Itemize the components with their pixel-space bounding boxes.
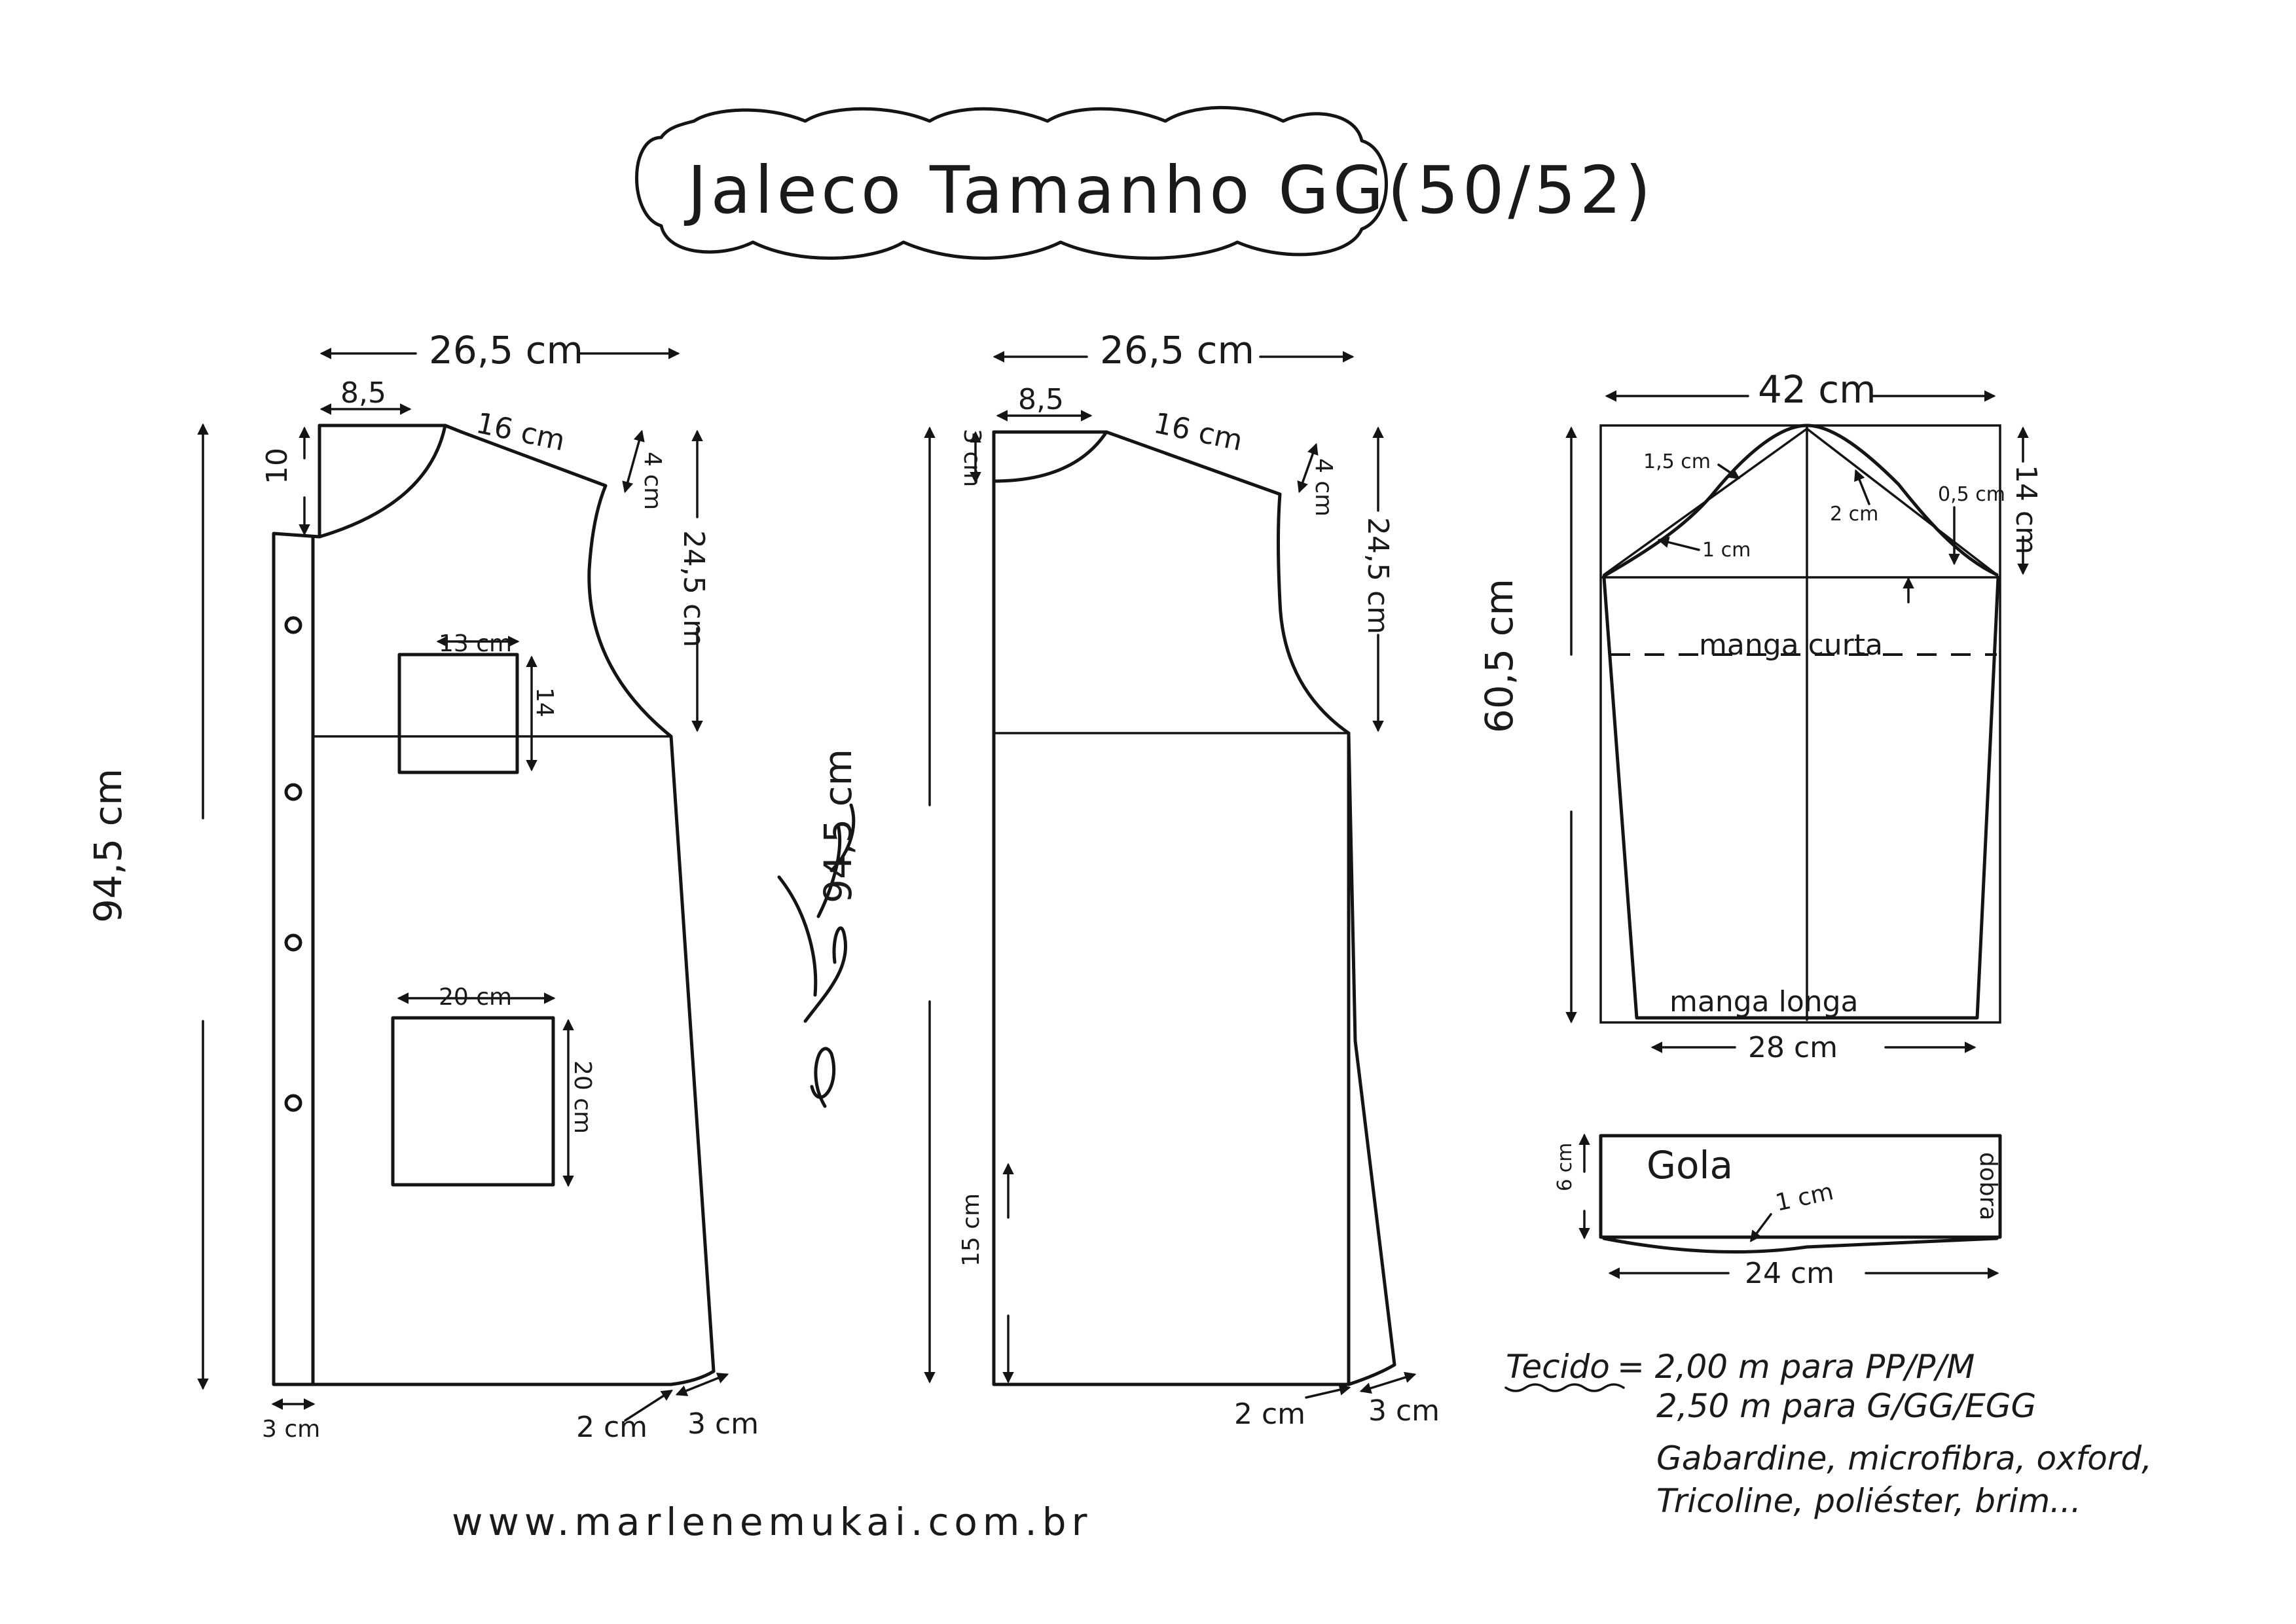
front-side-flare-label: 3 cm xyxy=(687,1407,759,1441)
signature-mark: Marlene Mukai xyxy=(703,742,856,1108)
fabric-notes: Tecido = 2,00 m para PP/P/M 2,50 m para … xyxy=(1504,1348,2152,1520)
collar-curve xyxy=(1602,1236,1999,1254)
sleeve-cap-height-label: 14 cm xyxy=(2009,465,2043,554)
bottom-pocket xyxy=(391,1016,555,1187)
front-length-label: 94,5 cm xyxy=(86,768,130,923)
page-title: Jaleco Tamanho GG(50/52) xyxy=(683,152,1654,228)
front-piece: 26,5 cm 8,5 16 cm 4 cm 24,5 cm 10 94,5 c… xyxy=(86,328,759,1444)
fabric-label: Tecido xyxy=(1506,1348,1610,1386)
sleeve-cap-offset-mid: 2 cm xyxy=(1830,503,1878,526)
collar-height-label: 6 cm xyxy=(1554,1143,1576,1191)
front-neck-width-label: 8,5 xyxy=(340,376,386,410)
back-side-flare-label: 3 cm xyxy=(1368,1394,1440,1428)
sleeve-cap-curve xyxy=(1602,424,1999,578)
back-piece: 26,5 cm 8,5 16 cm 3 cm 4 cm 24,5 cm 94,5… xyxy=(816,328,1440,1431)
button-mark xyxy=(284,783,302,801)
top-pocket xyxy=(397,653,519,774)
button-mark xyxy=(284,933,302,952)
front-neck-depth-label: 10 xyxy=(261,448,294,484)
sleeve-piece: 42 cm 14 cm 60,5 cm 28 cm 1,5 cm 2 cm 0,… xyxy=(1477,367,2043,1064)
sleeve-bottom-width-label: 28 cm xyxy=(1748,1031,1838,1064)
button-mark xyxy=(284,1094,302,1112)
back-vent-label: 15 cm xyxy=(958,1193,985,1267)
front-placket-label: 3 cm xyxy=(262,1416,320,1443)
back-length-label: 94,5 cm xyxy=(816,749,860,903)
back-shoulder-drop-label: 4 cm xyxy=(1310,458,1337,516)
sleeve-length-label: 60,5 cm xyxy=(1477,579,1522,733)
bottom-pocket-height-label: 20 cm xyxy=(569,1060,596,1134)
title-cloud: Jaleco Tamanho GG(50/52) xyxy=(635,105,1654,260)
website-url: www.marlenemukai.com.br xyxy=(452,1500,1092,1544)
bottom-pocket-width-label: 20 cm xyxy=(439,984,512,1011)
button-mark xyxy=(284,616,302,634)
front-hem-curve-label: 2 cm xyxy=(576,1411,647,1444)
back-neck-depth-label: 3 cm xyxy=(958,429,985,487)
sleeve-outline xyxy=(1602,575,2000,1020)
front-armhole-depth-label: 24,5 cm xyxy=(677,530,710,647)
fabric-line-4: Tricoline, poliéster, brim... xyxy=(1656,1482,2081,1520)
collar-curve-label: 1 cm xyxy=(1773,1178,1836,1217)
front-shoulder-drop-label: 4 cm xyxy=(639,452,666,510)
top-pocket-width-label: 13 cm xyxy=(439,630,512,657)
back-armhole-depth-label: 24,5 cm xyxy=(1361,517,1394,634)
collar-label: Gola xyxy=(1647,1143,1733,1187)
sleeve-width-label: 42 cm xyxy=(1758,367,1876,412)
back-shoulder-label: 16 cm xyxy=(1151,406,1246,458)
fabric-line-2: 2,50 m para G/GG/EGG xyxy=(1656,1387,2036,1425)
collar-piece: 6 cm Gola dobra 1 cm 24 cm xyxy=(1554,1133,2002,1290)
back-width-label: 26,5 cm xyxy=(1100,328,1254,372)
signature-text: Marlene Mukai xyxy=(703,742,741,982)
sleeve-cap-offset-front: 1,5 cm xyxy=(1643,450,1711,473)
collar-fold-label: dobra xyxy=(1975,1152,2001,1221)
front-outline xyxy=(272,424,716,1386)
back-hem-curve-label: 2 cm xyxy=(1234,1398,1305,1431)
sleeve-short-label: manga curta xyxy=(1699,628,1883,662)
back-outline xyxy=(992,430,1396,1386)
front-width-label: 26,5 cm xyxy=(429,328,583,372)
sleeve-cap-offset-back: 0,5 cm xyxy=(1938,483,2005,506)
top-pocket-height-label: 14 xyxy=(531,687,558,717)
front-shoulder-label: 16 cm xyxy=(473,406,568,458)
sleeve-cap-offset-low: 1 cm xyxy=(1702,539,1751,562)
fabric-line-3: Gabardine, microfibra, oxford, xyxy=(1656,1439,2152,1477)
collar-width-label: 24 cm xyxy=(1745,1257,1834,1290)
sleeve-long-label: manga longa xyxy=(1669,985,1859,1019)
back-neck-width-label: 8,5 xyxy=(1018,383,1064,416)
fabric-line-1: = 2,00 m para PP/P/M xyxy=(1617,1348,1975,1386)
